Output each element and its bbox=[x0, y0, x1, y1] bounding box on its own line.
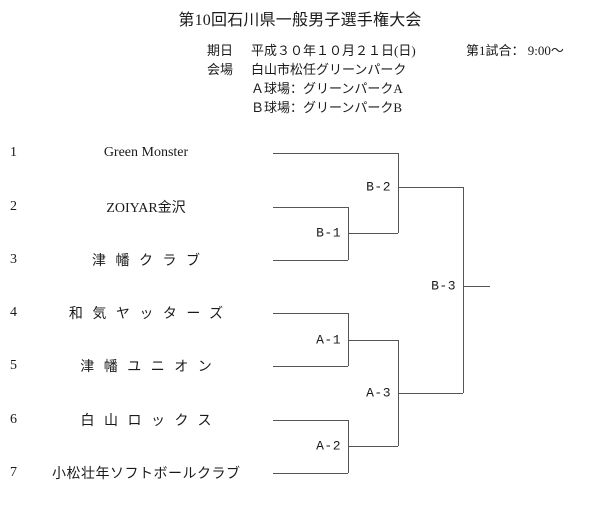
seed-team-name-7: 小松壮年ソフトボールクラブ bbox=[52, 467, 241, 482]
bracket-line-seed-5 bbox=[273, 366, 348, 367]
first-game-time: 第1試合： 9:00〜 bbox=[466, 43, 564, 58]
info-value-field-a: Ａ球場：グリーンパークA bbox=[251, 81, 403, 96]
seed-number-1: 1 bbox=[10, 145, 17, 160]
seed-team-name-3: 津幡クラブ bbox=[92, 254, 210, 269]
bracket-line-b2-out bbox=[398, 187, 463, 188]
bracket-seed-5: 5 津幡ユニオン bbox=[0, 355, 273, 377]
seed-team-name-2: ZOIYAR金沢 bbox=[106, 201, 186, 216]
match-label-b2: B-2 bbox=[366, 179, 391, 195]
seed-number-2: 2 bbox=[10, 199, 17, 214]
seed-number-4: 4 bbox=[10, 305, 17, 320]
seed-number-5: 5 bbox=[10, 358, 17, 373]
seed-team-name-5: 津幡ユニオン bbox=[80, 360, 222, 375]
info-row-date: 期日 平成３０年１０月２１日(日) bbox=[207, 41, 416, 60]
bracket-seed-1: 1 Green Monster bbox=[0, 142, 273, 164]
info-label-date: 期日 bbox=[207, 43, 234, 58]
seed-number-6: 6 bbox=[10, 412, 17, 427]
info-row-field-b: Ｂ球場：グリーンパークB bbox=[207, 98, 416, 117]
info-row-venue: 会場 白山市松任グリーンパーク bbox=[207, 60, 416, 79]
match-label-a2: A-2 bbox=[316, 438, 341, 454]
seed-number-3: 3 bbox=[10, 252, 17, 267]
match-label-b1: B-1 bbox=[316, 225, 341, 241]
bracket-seed-4: 4 和気ヤッターズ bbox=[0, 302, 273, 324]
bracket-line-seed-4 bbox=[273, 313, 348, 314]
bracket-line-seed-7 bbox=[273, 473, 348, 474]
bracket-seed-7: 7 小松壮年ソフトボールクラブ bbox=[0, 462, 273, 484]
bracket-connector-b3-final bbox=[463, 187, 464, 393]
match-label-b3-final: B-3 bbox=[431, 278, 456, 294]
info-value-venue: 白山市松任グリーンパーク bbox=[251, 62, 407, 77]
seed-team-name-1: Green Monster bbox=[103, 145, 189, 160]
bracket-line-b1-out bbox=[348, 233, 398, 234]
bracket-line-a3-out bbox=[398, 393, 463, 394]
bracket-line-a2-out bbox=[348, 446, 398, 447]
bracket-connector-a1 bbox=[348, 313, 349, 366]
info-value-date: 平成３０年１０月２１日(日) bbox=[251, 43, 416, 58]
info-row-field-a: Ａ球場：グリーンパークA bbox=[207, 79, 416, 98]
bracket-seed-2: 2 ZOIYAR金沢 bbox=[0, 196, 273, 218]
page-title: 第10回石川県一般男子選手権大会 bbox=[178, 12, 422, 29]
bracket-line-champion bbox=[463, 286, 490, 287]
bracket-connector-b2 bbox=[398, 153, 399, 233]
match-label-a3: A-3 bbox=[366, 385, 391, 401]
seed-number-7: 7 bbox=[10, 465, 17, 480]
info-label-venue: 会場 bbox=[207, 62, 234, 77]
match-label-a1: A-1 bbox=[316, 332, 341, 348]
bracket-seed-3: 3 津幡クラブ bbox=[0, 249, 273, 271]
bracket-line-seed-1 bbox=[273, 153, 398, 154]
bracket-seed-6: 6 白山ロックス bbox=[0, 409, 273, 431]
bracket-line-a1-out bbox=[348, 340, 398, 341]
info-value-field-b: Ｂ球場：グリーンパークB bbox=[251, 100, 403, 115]
bracket-line-seed-2 bbox=[273, 207, 348, 208]
seed-team-name-6: 白山ロックス bbox=[80, 414, 222, 429]
bracket-line-seed-3 bbox=[273, 260, 348, 261]
tournament-info: 期日 平成３０年１０月２１日(日) 会場 白山市松任グリーンパーク Ａ球場：グリ… bbox=[207, 41, 416, 117]
bracket-line-seed-6 bbox=[273, 420, 348, 421]
seed-team-name-4: 和気ヤッターズ bbox=[68, 307, 233, 322]
